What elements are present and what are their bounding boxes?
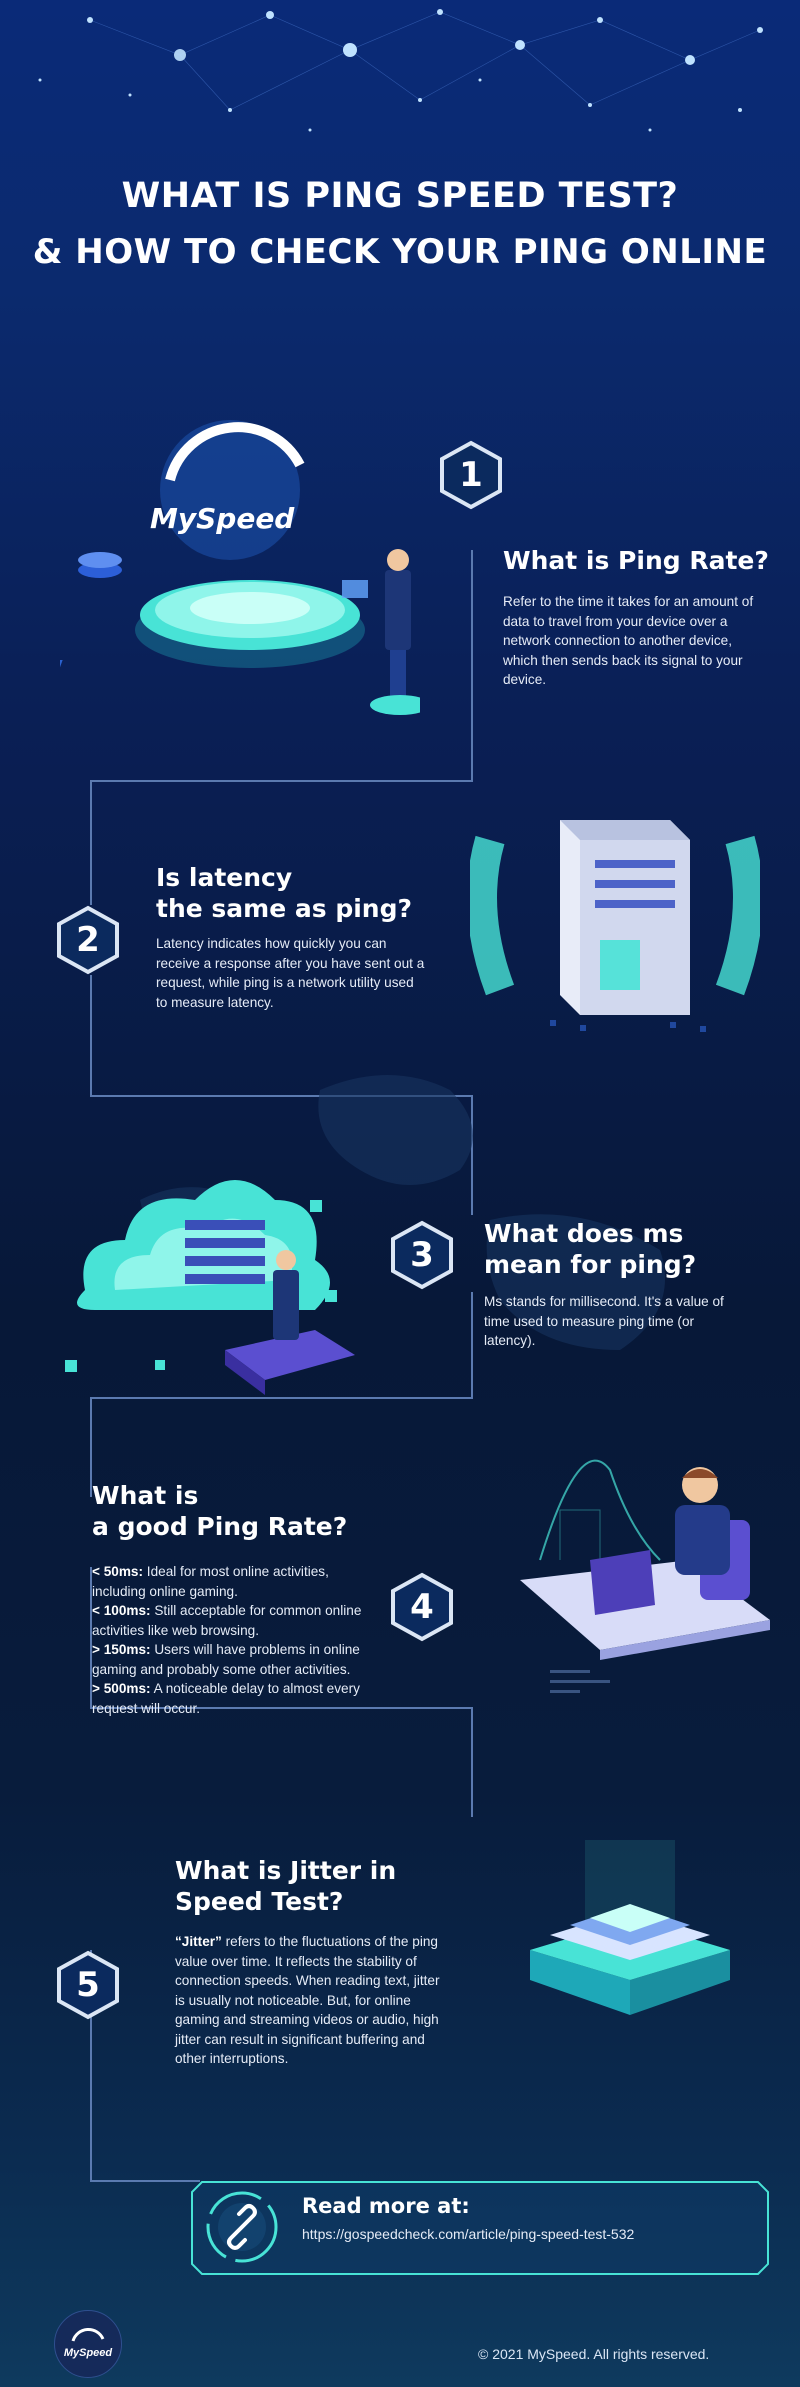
myspeed-logo: MySpeed bbox=[150, 502, 295, 535]
step-badge-5: 5 bbox=[56, 1950, 120, 2020]
step-badge-4: 4 bbox=[390, 1572, 454, 1642]
section-3-title: What does ms mean for ping? bbox=[484, 1219, 697, 1279]
copyright-text: © 2021 MySpeed. All rights reserved. bbox=[478, 2346, 710, 2362]
good-ping-item: < 50ms: Ideal for most online activities… bbox=[92, 1564, 329, 1599]
good-ping-item: < 100ms: Still acceptable for common onl… bbox=[92, 1603, 362, 1638]
good-ping-list: < 50ms: Ideal for most online activities… bbox=[92, 1562, 372, 1718]
section-5-body: “Jitter” refers to the fluctuations of t… bbox=[175, 1934, 440, 2066]
section-2-body: Latency indicates how quickly you can re… bbox=[156, 936, 425, 1010]
step-badge-3: 3 bbox=[390, 1220, 454, 1290]
page-title-line2: & HOW TO CHECK YOUR PING ONLINE bbox=[32, 232, 768, 272]
network-stars-decoration bbox=[38, 9, 763, 132]
person-at-desk-illustration bbox=[520, 1459, 770, 1693]
connector-line bbox=[471, 550, 473, 780]
page-title-line1: WHAT IS PING SPEED TEST? bbox=[121, 176, 679, 216]
connector-line bbox=[90, 975, 92, 1095]
step-badge-2: 2 bbox=[56, 905, 120, 975]
connector-line bbox=[90, 1397, 92, 1497]
connector-line bbox=[90, 780, 473, 782]
read-more-panel-frame bbox=[191, 2181, 769, 2275]
chip-stack-illustration bbox=[530, 1840, 730, 2015]
section-2-title: Is latency the same as ping? bbox=[156, 863, 412, 923]
link-icon bbox=[205, 2190, 279, 2264]
section-3-body: Ms stands for millisecond. It's a value … bbox=[484, 1294, 724, 1348]
myspeed-platform-illustration bbox=[60, 420, 420, 715]
footer-logo: MySpeed bbox=[54, 2310, 122, 2378]
cloud-server-illustration bbox=[65, 1180, 355, 1395]
section-5-title: What is Jitter in Speed Test? bbox=[175, 1856, 397, 1916]
step-badge-1: 1 bbox=[439, 440, 503, 510]
connector-line bbox=[90, 1707, 473, 1709]
connector-line bbox=[90, 1095, 473, 1097]
connector-line bbox=[90, 2180, 200, 2182]
connector-line bbox=[90, 1397, 473, 1399]
server-rack-illustration bbox=[470, 820, 760, 1032]
section-4-title: What is a good Ping Rate? bbox=[92, 1481, 348, 1541]
good-ping-item: > 150ms: Users will have problems in onl… bbox=[92, 1642, 360, 1677]
connector-line bbox=[471, 1707, 473, 1817]
good-ping-item: > 500ms: A noticeable delay to almost ev… bbox=[92, 1681, 360, 1716]
connector-line bbox=[90, 1950, 92, 2180]
read-more-label: Read more at: bbox=[302, 2194, 470, 2218]
section-1-body: Refer to the time it takes for an amount… bbox=[503, 594, 754, 687]
connector-line bbox=[471, 1292, 473, 1397]
read-more-link[interactable]: https://gospeedcheck.com/article/ping-sp… bbox=[302, 2226, 635, 2242]
connector-line bbox=[471, 1095, 473, 1215]
connector-line bbox=[90, 1567, 92, 1707]
section-1-title: What is Ping Rate? bbox=[503, 546, 769, 575]
connector-line bbox=[90, 780, 92, 905]
